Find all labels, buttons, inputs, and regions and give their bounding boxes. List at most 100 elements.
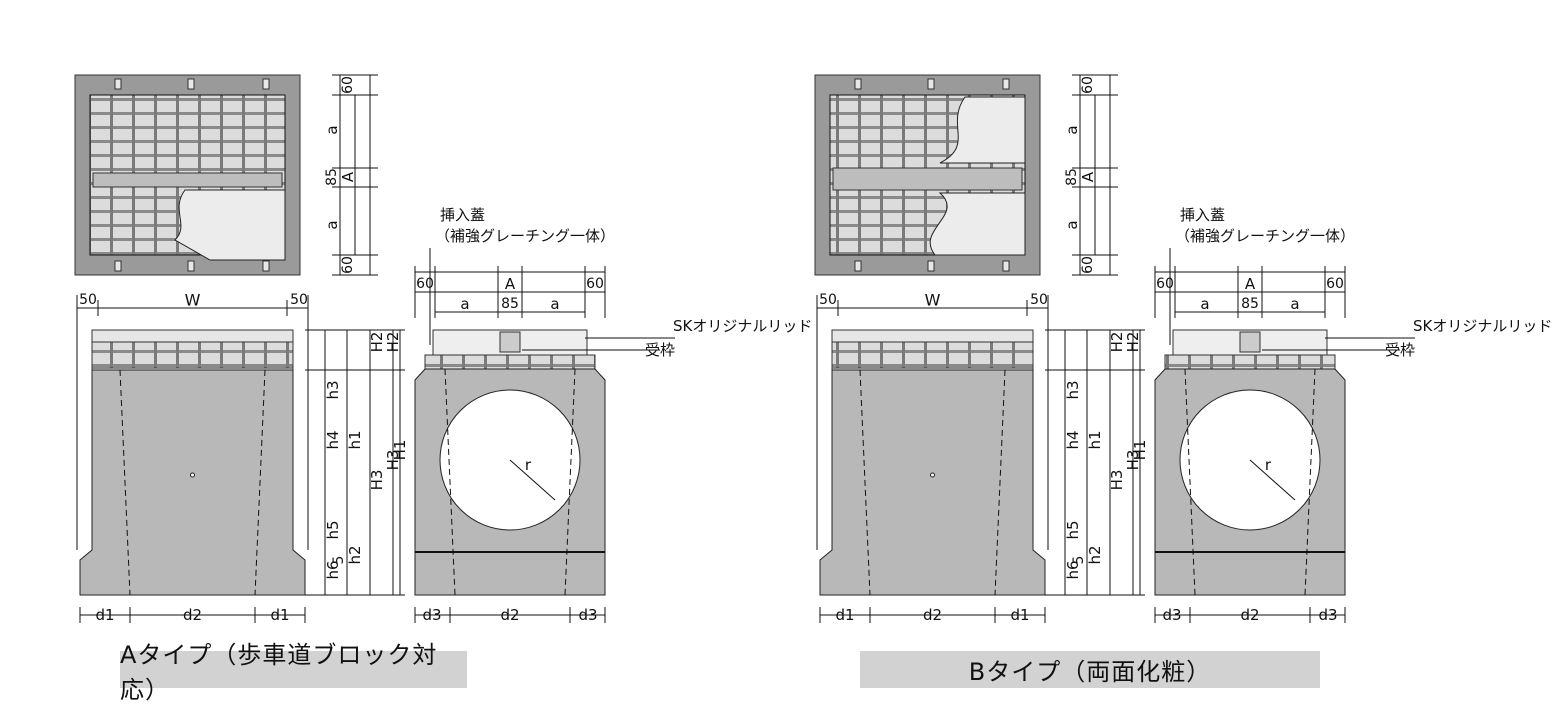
- section-dim-85: 85: [1241, 296, 1259, 312]
- section-center-bar: [499, 331, 521, 353]
- side-dim-50-left: 50: [79, 292, 97, 308]
- height-dim-h5: h5: [1064, 520, 1082, 539]
- lid-title-line2: （補強グレーチング一体）: [1175, 227, 1355, 245]
- side-dim-50-left: 50: [819, 292, 837, 308]
- plan-bolt: [187, 260, 195, 272]
- side-hidden-line: [994, 369, 1006, 596]
- plan-dim-60-bottom: 60: [1080, 256, 1096, 274]
- caption-a: Aタイプ（歩車道ブロック対応）: [120, 641, 467, 704]
- side-dim-d1-right: d1: [1010, 606, 1029, 624]
- side-hidden-line: [254, 369, 266, 596]
- plan-grating-outline: [89, 94, 286, 256]
- height-dim-h3: h3: [1064, 380, 1082, 399]
- side-grating: [91, 341, 294, 369]
- plan-bolt: [854, 78, 862, 90]
- plan-dim-85: 85: [1064, 168, 1080, 186]
- plan-lid-cutaway-lower: [929, 192, 1026, 256]
- caption-b-text: Bタイプ（両面化粧）: [968, 658, 1212, 686]
- section-dim-d2: d2: [1240, 606, 1259, 624]
- side-dim-d1-right: d1: [270, 606, 289, 624]
- section-dim-big-a: A: [505, 275, 516, 293]
- lid-title-line1: 挿入蓋: [440, 206, 485, 224]
- plan-lid-cutaway-upper: [939, 96, 1026, 164]
- section-dim-r: r: [1265, 456, 1272, 474]
- frame-label: 受枠: [1385, 341, 1415, 359]
- section-dim-H3: H3: [384, 450, 402, 471]
- section-dim-a-right: a: [550, 295, 559, 313]
- lid-label: SKオリジナルリッド: [673, 317, 812, 335]
- section-dim-60-right: 60: [1326, 276, 1344, 292]
- plan-center-bar: [832, 167, 1023, 191]
- section-dim-a-left: a: [1200, 295, 1209, 313]
- lid-label: SKオリジナルリッド: [1413, 317, 1552, 335]
- section-dim-d2: d2: [500, 606, 519, 624]
- section-dim-H2: H2: [1124, 332, 1142, 353]
- section-dim-H2: H2: [384, 332, 402, 353]
- plan-bolt: [927, 78, 935, 90]
- section-dim-H3: H3: [1124, 450, 1142, 471]
- plan-dim-a-bottom: a: [323, 220, 341, 229]
- plan-bolt: [262, 260, 270, 272]
- plan-dim-60-top: 60: [1080, 76, 1096, 94]
- plan-dim-a-top: a: [1063, 125, 1081, 134]
- lid-title-line1: 挿入蓋: [1180, 206, 1225, 224]
- height-dim-h5: h5: [324, 520, 342, 539]
- side-dim-50-right: 50: [1030, 292, 1048, 308]
- frame-label: 受枠: [645, 341, 675, 359]
- plan-bolt: [187, 78, 195, 90]
- plan-dim-60-bottom: 60: [340, 256, 356, 274]
- side-center-mark: [190, 472, 195, 478]
- plan-dim-85: 85: [324, 168, 340, 186]
- plan-dim-a-top: a: [323, 125, 341, 134]
- height-dim-h2: h2: [346, 545, 364, 564]
- side-body: [819, 369, 1046, 596]
- section-dim-d3-right: d3: [578, 606, 597, 624]
- plan-bolt: [854, 260, 862, 272]
- section-frame: [1164, 354, 1336, 370]
- plan-lid-cutaway: [174, 189, 286, 261]
- height-dim-h1: h1: [346, 430, 364, 449]
- height-dim-H3-left: H3: [1108, 470, 1126, 491]
- height-dim-5: 5: [331, 556, 347, 565]
- plan-dim-60-top: 60: [340, 76, 356, 94]
- plan-center-bar: [92, 172, 283, 188]
- plan-bolt: [114, 260, 122, 272]
- section-hidden-line: [444, 368, 456, 596]
- height-dim-5: 5: [1071, 556, 1087, 565]
- section-hidden-line: [564, 368, 576, 596]
- side-hidden-line: [119, 369, 131, 596]
- side-body: [79, 369, 306, 596]
- plan-bolt: [1002, 78, 1010, 90]
- side-hidden-line: [859, 369, 871, 596]
- height-dim-h2: h2: [1086, 545, 1104, 564]
- height-dim-H3-left: H3: [368, 470, 386, 491]
- section-dim-60-left: 60: [1156, 276, 1174, 292]
- height-dim-H2-left: H2: [1108, 332, 1126, 353]
- section-dim-big-a: A: [1245, 275, 1256, 293]
- plan-dim-big-a: A: [1079, 171, 1097, 182]
- plan-bolt: [114, 78, 122, 90]
- side-grating: [831, 341, 1034, 369]
- section-dim-d3-left: d3: [422, 606, 441, 624]
- section-dim-85: 85: [501, 296, 519, 312]
- side-dim-d2: d2: [923, 606, 942, 624]
- height-dim-h6: h6: [1064, 560, 1082, 579]
- section-dim-a-right: a: [1290, 295, 1299, 313]
- side-dim-d1-left: d1: [95, 606, 114, 624]
- caption-b: Bタイプ（両面化粧）: [860, 651, 1320, 688]
- side-dim-w: W: [185, 291, 201, 310]
- lid-title-line2: （補強グレーチング一体）: [435, 227, 615, 245]
- height-dim-h3: h3: [324, 380, 342, 399]
- section-center-bar: [1239, 331, 1261, 353]
- side-dim-50-right: 50: [290, 292, 308, 308]
- section-dim-60-left: 60: [416, 276, 434, 292]
- section-hidden-line: [1184, 368, 1196, 596]
- plan-dim-big-a: A: [339, 171, 357, 182]
- section-radius-line: [509, 459, 556, 501]
- side-dim-d1-left: d1: [835, 606, 854, 624]
- height-dim-H2-left: H2: [368, 332, 386, 353]
- caption-a-text: Aタイプ（歩車道ブロック対応）: [120, 640, 438, 704]
